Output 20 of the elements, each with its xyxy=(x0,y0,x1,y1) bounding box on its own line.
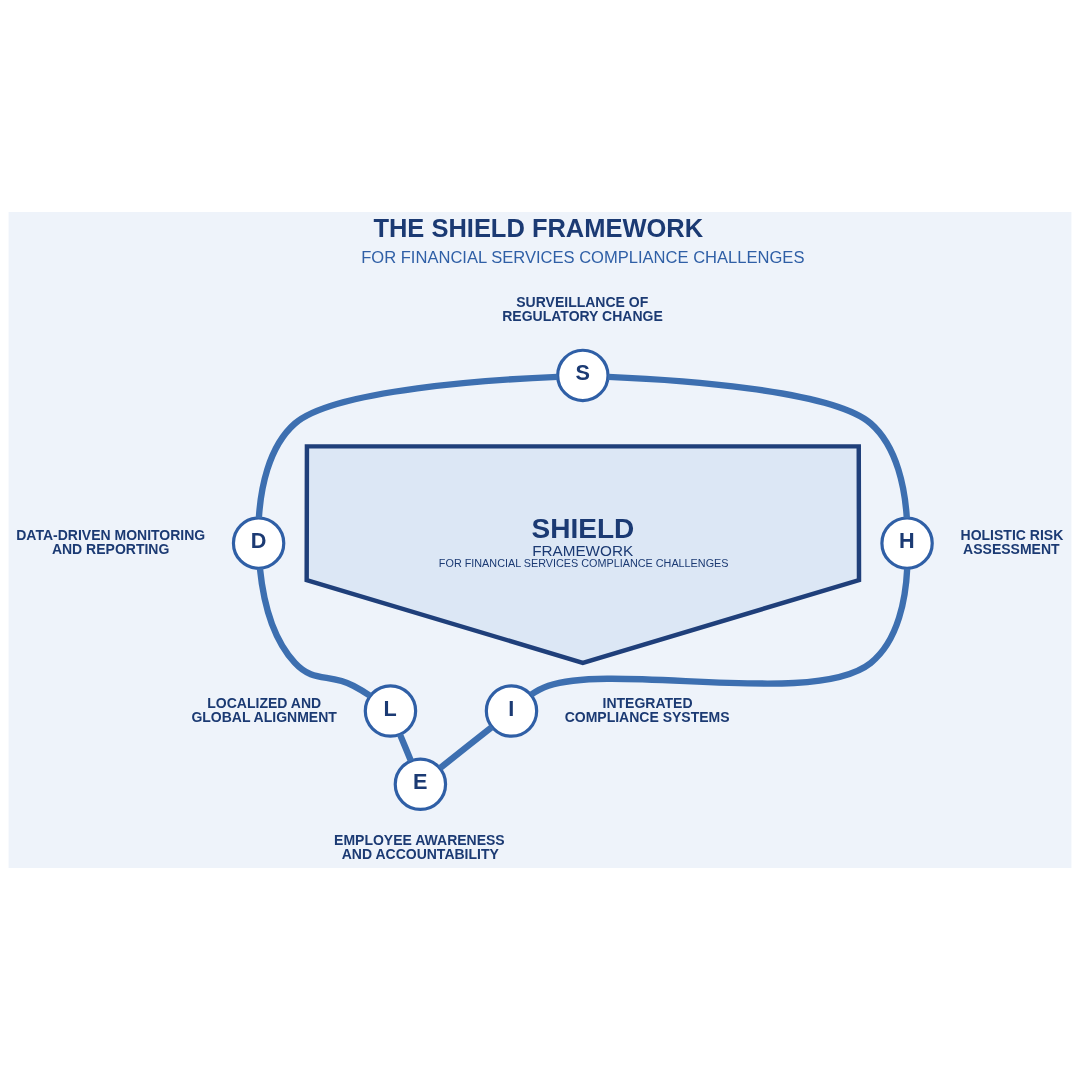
node-label: HOLISTIC RISK ASSESSMENT xyxy=(960,526,1064,557)
connector xyxy=(255,373,558,519)
node-circle: L xyxy=(363,684,418,738)
node-label: SURVEILLANCE OF REGULATORY CHANGE xyxy=(502,294,663,325)
node-circle: H xyxy=(880,516,934,570)
node-circle: I xyxy=(484,684,539,738)
connector xyxy=(437,724,494,771)
connector xyxy=(256,567,372,699)
node-label: LOCALIZED AND GLOBAL ALIGNMENT xyxy=(191,694,337,725)
diagram-title: THE SHIELD FRAMEWORK xyxy=(373,213,704,242)
node-circle: E xyxy=(393,757,448,811)
node-circle: D xyxy=(231,516,286,570)
node-circle: S xyxy=(556,348,610,403)
connector xyxy=(397,733,414,762)
node-label: DATA-DRIVEN MONITORING AND REPORTING xyxy=(16,526,206,557)
node-label: INTEGRATED COMPLIANCE SYSTEMS xyxy=(564,694,730,725)
connector xyxy=(529,568,911,698)
label: FOR FINANCIAL SERVICES COMPLIANCE CHALLENGES xyxy=(361,248,805,268)
node-label: EMPLOYEE AWARENESS AND ACCOUNTABILITY xyxy=(334,832,505,863)
connector xyxy=(608,373,910,519)
